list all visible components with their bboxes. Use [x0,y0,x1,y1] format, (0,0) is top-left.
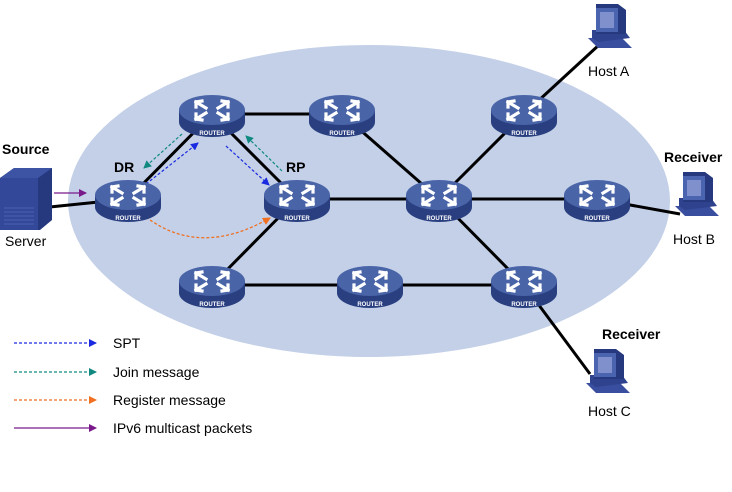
router-r5: ROUTER [404,178,474,224]
dr-label: DR [114,159,134,175]
router-label: ROUTER [511,131,537,137]
router-label: ROUTER [357,302,383,308]
router-label: ROUTER [426,216,452,222]
router-label: ROUTER [199,131,225,137]
router-label: ROUTER [511,302,537,308]
legend-join-label: Join message [113,364,200,380]
rp-label: RP [286,159,305,175]
router-r2: ROUTER [177,93,247,139]
legend-multicast-label: IPv6 multicast packets [113,420,252,436]
source-role-label: Source [2,141,50,157]
legend-register-label: Register message [113,392,226,408]
router-label: ROUTER [115,216,141,222]
host-c-role-label: Receiver [602,326,661,342]
router-r7: ROUTER [562,178,632,224]
router-label: ROUTER [199,302,225,308]
router-r6: ROUTER [489,93,559,139]
spt-arrow-dr-r2 [145,142,199,185]
message-arrows [54,133,283,239]
router-label: ROUTER [284,216,310,222]
router-label: ROUTER [329,131,355,137]
host-b-icon [675,172,719,216]
router-dr: ROUTER [93,178,163,224]
join-arrow-r2-dr [143,133,183,169]
router-rp: ROUTER [262,178,332,224]
legend: SPT Join message Register message IPv6 m… [14,335,252,436]
host-a-icon [588,4,632,48]
host-b-label: Host B [673,231,715,247]
legend-item-multicast: IPv6 multicast packets [14,420,252,436]
legend-spt-label: SPT [113,335,141,351]
host-a-label: Host A [588,63,630,79]
router-label: ROUTER [584,216,610,222]
router-r10: ROUTER [489,264,559,310]
legend-item-register: Register message [14,392,226,408]
join-arrow-rp-r2 [245,135,283,172]
server-label: Server [5,233,47,249]
host-c-icon [586,349,630,393]
router-r3: ROUTER [307,93,377,139]
legend-item-join: Join message [14,364,200,380]
legend-item-spt: SPT [14,335,141,351]
router-r9: ROUTER [335,264,405,310]
router-r8: ROUTER [177,264,247,310]
server-icon [0,168,52,230]
register-arrow-dr-rp [145,216,271,239]
host-c-label: Host C [588,403,631,419]
host-b-role-label: Receiver [664,149,723,165]
